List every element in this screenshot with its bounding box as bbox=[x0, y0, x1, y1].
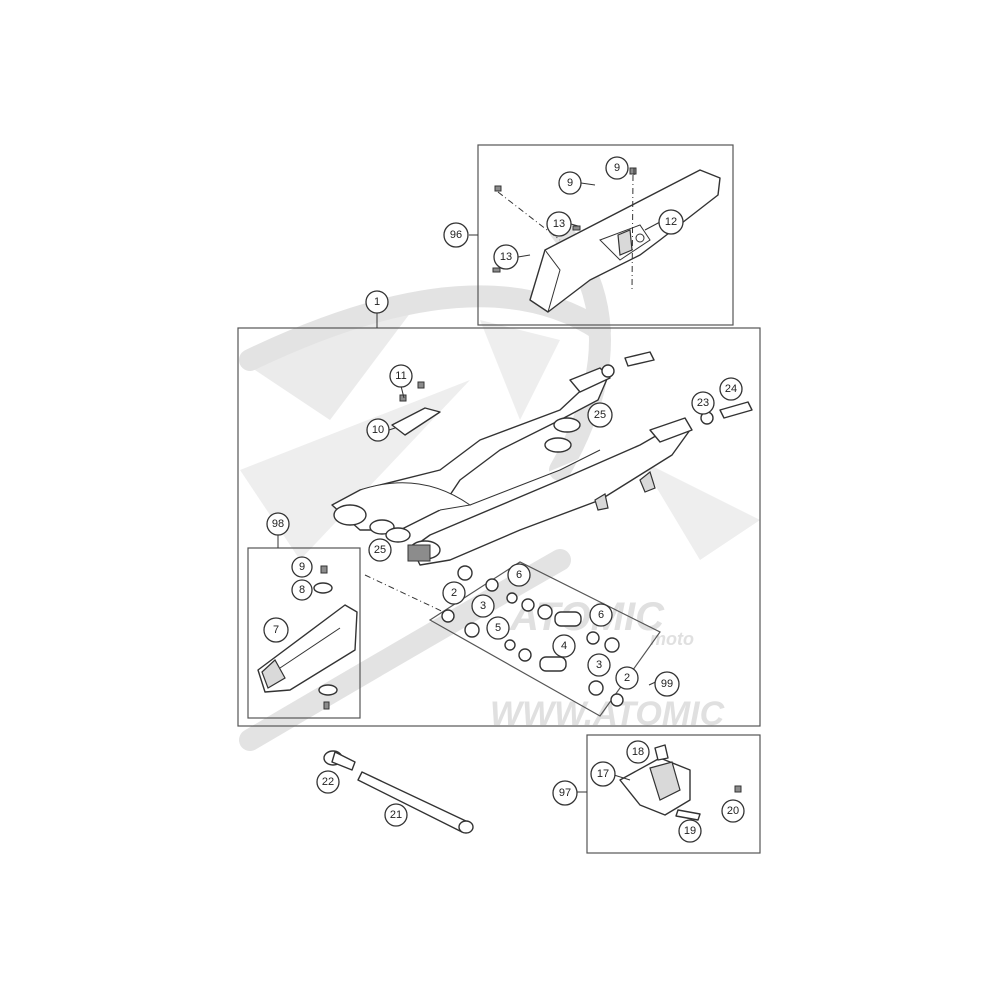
svg-text:2: 2 bbox=[624, 672, 630, 684]
svg-text:20: 20 bbox=[727, 805, 739, 817]
frame-bearing-kit bbox=[428, 561, 661, 717]
svg-text:9: 9 bbox=[567, 177, 573, 189]
svg-text:24: 24 bbox=[725, 383, 737, 395]
callout-13: 13 bbox=[493, 244, 519, 270]
callout-10: 10 bbox=[366, 418, 390, 442]
svg-text:96: 96 bbox=[450, 229, 462, 241]
svg-text:13: 13 bbox=[553, 218, 565, 230]
svg-text:6: 6 bbox=[598, 609, 604, 621]
svg-text:99: 99 bbox=[661, 678, 673, 690]
callout-97: 97 bbox=[552, 780, 578, 806]
watermark-url: WWW.ATOMIC bbox=[490, 695, 725, 733]
svg-text:25: 25 bbox=[374, 544, 386, 556]
callout-5: 5 bbox=[486, 616, 510, 640]
callout-96: 96 bbox=[443, 222, 469, 248]
callout-25: 25 bbox=[368, 538, 392, 562]
svg-text:3: 3 bbox=[480, 600, 486, 612]
callout-9: 9 bbox=[291, 556, 313, 578]
svg-text:19: 19 bbox=[684, 825, 696, 837]
callout-17: 17 bbox=[590, 761, 616, 787]
svg-text:11: 11 bbox=[395, 370, 406, 382]
svg-text:97: 97 bbox=[559, 787, 571, 799]
svg-text:8: 8 bbox=[299, 584, 305, 596]
callout-7: 7 bbox=[263, 617, 289, 643]
svg-text:21: 21 bbox=[390, 809, 402, 821]
svg-text:17: 17 bbox=[597, 768, 609, 780]
callout-6: 6 bbox=[589, 603, 613, 627]
swingarm-part bbox=[331, 367, 693, 566]
svg-text:7: 7 bbox=[273, 624, 279, 636]
watermark-sub: moto bbox=[650, 629, 694, 649]
callout-8: 8 bbox=[291, 579, 313, 601]
callout-99: 99 bbox=[654, 671, 680, 697]
callout-3: 3 bbox=[471, 594, 495, 618]
pivot-axis-line bbox=[364, 574, 451, 616]
callout-12: 12 bbox=[658, 209, 684, 235]
svg-text:4: 4 bbox=[561, 640, 567, 652]
svg-text:9: 9 bbox=[299, 561, 305, 573]
svg-text:25: 25 bbox=[594, 409, 606, 421]
chain-guide-part bbox=[619, 744, 742, 821]
svg-text:12: 12 bbox=[665, 216, 677, 228]
callout-3: 3 bbox=[587, 653, 611, 677]
svg-text:10: 10 bbox=[372, 424, 384, 436]
callout-4: 4 bbox=[552, 634, 576, 658]
callout-6: 6 bbox=[507, 563, 531, 587]
frame-chain-guide-kit bbox=[586, 734, 761, 854]
callout-9: 9 bbox=[558, 171, 582, 195]
watermark-brand: ATOMIC bbox=[509, 595, 665, 639]
callout-2: 2 bbox=[615, 666, 639, 690]
callout-18: 18 bbox=[626, 740, 650, 764]
callout-13: 13 bbox=[546, 211, 572, 237]
callout-24: 24 bbox=[719, 377, 743, 401]
svg-text:98: 98 bbox=[272, 518, 284, 530]
svg-text:1: 1 bbox=[374, 296, 380, 308]
callout-20: 20 bbox=[721, 799, 745, 823]
chain-guard-part bbox=[529, 169, 721, 313]
svg-text:18: 18 bbox=[632, 746, 644, 758]
svg-text:22: 22 bbox=[322, 776, 334, 788]
callout-98: 98 bbox=[266, 512, 290, 536]
svg-text:2: 2 bbox=[451, 587, 457, 599]
svg-text:5: 5 bbox=[495, 622, 501, 634]
callout-23: 23 bbox=[691, 391, 715, 415]
chain-slider-part bbox=[257, 565, 358, 710]
callout-2: 2 bbox=[442, 581, 466, 605]
bearing-kit-parts bbox=[441, 565, 624, 707]
svg-text:6: 6 bbox=[516, 569, 522, 581]
watermark: ATOMIC moto WWW.ATOMIC bbox=[239, 219, 760, 751]
svg-text:23: 23 bbox=[697, 397, 709, 409]
swingarm-small-parts bbox=[369, 351, 753, 543]
callout-11: 11 bbox=[389, 364, 413, 388]
svg-text:3: 3 bbox=[596, 659, 602, 671]
frame-chain-slider-kit bbox=[247, 547, 361, 719]
svg-text:13: 13 bbox=[500, 251, 512, 263]
callout-19: 19 bbox=[678, 819, 702, 843]
frame-swingarm bbox=[237, 327, 761, 727]
svg-text:9: 9 bbox=[614, 162, 620, 174]
swingarm-axle-parts bbox=[323, 750, 474, 834]
callout-9: 9 bbox=[605, 156, 629, 180]
callout-21: 21 bbox=[384, 803, 408, 827]
callout-22: 22 bbox=[316, 770, 340, 794]
callout-1: 1 bbox=[365, 290, 389, 314]
callout-25: 25 bbox=[587, 402, 613, 428]
